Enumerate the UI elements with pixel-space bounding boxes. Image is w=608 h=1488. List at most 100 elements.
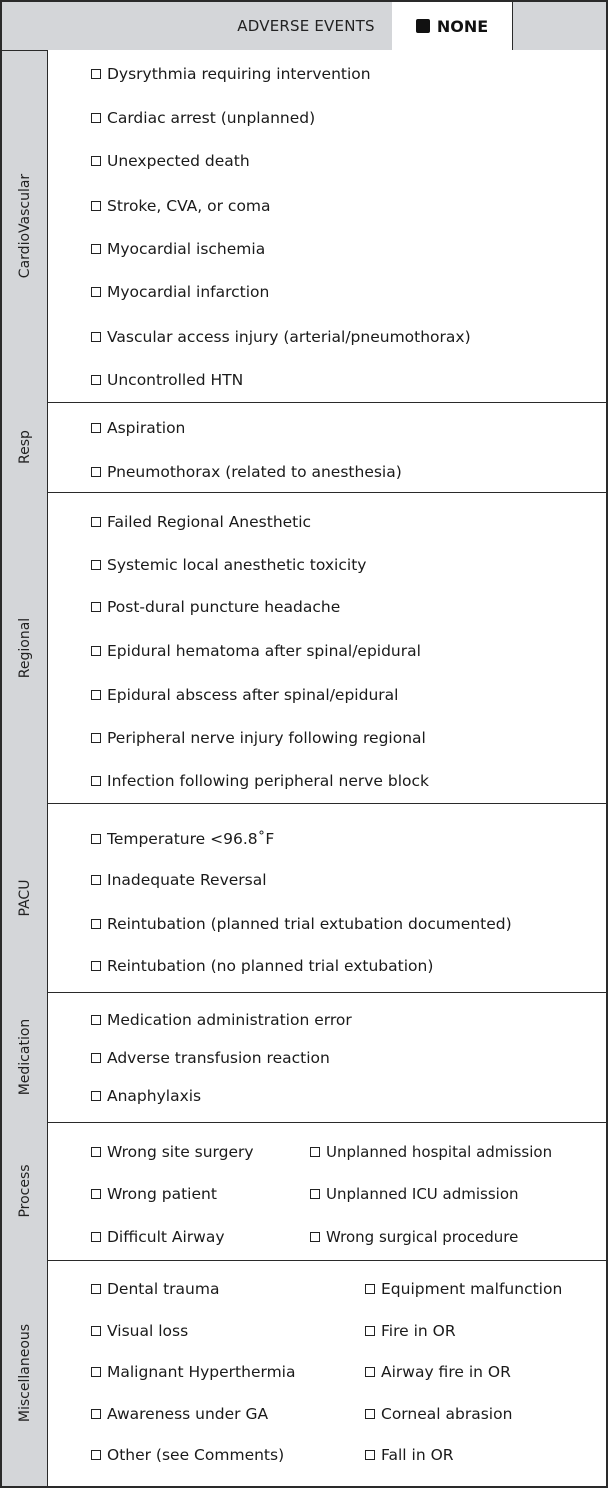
checkbox-icon <box>91 1015 101 1025</box>
section-label: PACU <box>16 879 33 916</box>
checkbox-icon <box>91 776 101 786</box>
checkbox-icon <box>91 1284 101 1294</box>
checkbox-icon <box>91 834 101 844</box>
checkbox-cardiac-arrest[interactable]: Cardiac arrest (unplanned) <box>91 109 315 127</box>
checkbox-equipment-malfunction[interactable]: Equipment malfunction <box>365 1280 562 1298</box>
checkbox-icon <box>365 1450 375 1460</box>
section-regional: Regional Failed Regional Anesthetic Syst… <box>2 492 606 803</box>
header-title: ADVERSE EVENTS <box>220 2 393 50</box>
checkbox-wrong-site-surgery[interactable]: Wrong site surgery <box>91 1143 254 1161</box>
checkbox-epidural-hematoma[interactable]: Epidural hematoma after spinal/epidural <box>91 642 421 660</box>
section-label: Regional <box>16 617 33 678</box>
adverse-events-header: ADVERSE EVENTS NONE <box>2 2 606 51</box>
checkbox-anaphylaxis[interactable]: Anaphylaxis <box>91 1087 201 1105</box>
checkbox-inadequate-reversal[interactable]: Inadequate Reversal <box>91 871 267 889</box>
checkbox-icon <box>91 690 101 700</box>
section-label: CardioVascular <box>16 173 33 279</box>
section-process: Process Wrong site surgery Wrong patient… <box>2 1122 606 1260</box>
checkbox-icon <box>310 1232 320 1242</box>
checkbox-icon <box>91 1091 101 1101</box>
checkbox-icon <box>91 560 101 570</box>
checkbox-uncontrolled-htn[interactable]: Uncontrolled HTN <box>91 371 243 389</box>
checkbox-icon <box>91 1367 101 1377</box>
checkbox-peripheral-nerve-injury[interactable]: Peripheral nerve injury following region… <box>91 729 426 747</box>
checkbox-aspiration[interactable]: Aspiration <box>91 419 185 437</box>
checkbox-icon <box>365 1367 375 1377</box>
section-label: Medication <box>16 1018 33 1096</box>
checkbox-icon <box>91 1147 101 1157</box>
checkbox-awareness-under-ga[interactable]: Awareness under GA <box>91 1405 268 1423</box>
checkbox-icon <box>91 602 101 612</box>
checkbox-stroke[interactable]: Stroke, CVA, or coma <box>91 197 271 215</box>
checkbox-unplanned-icu-admission[interactable]: Unplanned ICU admission <box>310 1185 519 1203</box>
checkbox-myocardial-ischemia[interactable]: Myocardial ischemia <box>91 240 265 258</box>
checkbox-visual-loss[interactable]: Visual loss <box>91 1322 188 1340</box>
checkbox-icon <box>91 1189 101 1199</box>
checkbox-icon <box>310 1189 320 1199</box>
checkbox-airway-fire[interactable]: Airway fire in OR <box>365 1363 511 1381</box>
checkbox-icon <box>310 1147 320 1157</box>
checkbox-pneumothorax[interactable]: Pneumothorax (related to anesthesia) <box>91 463 402 481</box>
section-label: Resp <box>16 430 33 464</box>
checkbox-icon <box>91 517 101 527</box>
checkbox-transfusion-reaction[interactable]: Adverse transfusion reaction <box>91 1049 330 1067</box>
checkbox-icon <box>91 1409 101 1419</box>
checkbox-icon <box>365 1409 375 1419</box>
checkbox-fire-in-or[interactable]: Fire in OR <box>365 1322 456 1340</box>
checkbox-icon <box>91 467 101 477</box>
checkbox-icon <box>91 733 101 743</box>
checkbox-temperature[interactable]: Temperature <96.8˚F <box>91 830 274 848</box>
checkbox-wrong-patient[interactable]: Wrong patient <box>91 1185 217 1203</box>
checkbox-icon <box>91 423 101 433</box>
section-miscellaneous: Miscellaneous Dental trauma Visual loss … <box>2 1260 606 1486</box>
section-resp: Resp Aspiration Pneumothorax (related to… <box>2 402 606 492</box>
checkbox-epidural-abscess[interactable]: Epidural abscess after spinal/epidural <box>91 686 398 704</box>
checkbox-icon <box>91 875 101 885</box>
checkbox-reintubation-planned[interactable]: Reintubation (planned trial extubation d… <box>91 915 512 933</box>
checkbox-vascular-access-injury[interactable]: Vascular access injury (arterial/pneumot… <box>91 328 471 346</box>
checkbox-medication-error[interactable]: Medication administration error <box>91 1011 352 1029</box>
checkbox-post-dural-headache[interactable]: Post-dural puncture headache <box>91 598 340 616</box>
checkbox-icon <box>365 1284 375 1294</box>
none-label: NONE <box>436 16 489 36</box>
checkbox-dental-trauma[interactable]: Dental trauma <box>91 1280 219 1298</box>
checkbox-icon <box>91 1053 101 1063</box>
checkbox-icon <box>91 332 101 342</box>
checkbox-fall-in-or[interactable]: Fall in OR <box>365 1446 454 1464</box>
checkbox-reintubation-unplanned[interactable]: Reintubation (no planned trial extubatio… <box>91 957 433 975</box>
checkbox-icon <box>91 156 101 166</box>
checkbox-icon <box>91 919 101 929</box>
section-cardiovascular: CardioVascular Dysrythmia requiring inte… <box>2 50 606 402</box>
checkbox-icon <box>91 1326 101 1336</box>
none-checkbox[interactable]: NONE <box>392 2 513 50</box>
checkbox-icon <box>91 1232 101 1242</box>
checkbox-local-anesthetic-toxicity[interactable]: Systemic local anesthetic toxicity <box>91 556 366 574</box>
section-medication: Medication Medication administration err… <box>2 992 606 1122</box>
checkbox-icon <box>91 961 101 971</box>
checkbox-icon <box>365 1326 375 1336</box>
checkbox-difficult-airway[interactable]: Difficult Airway <box>91 1228 225 1246</box>
checkbox-icon <box>91 1450 101 1460</box>
checkbox-malignant-hyperthermia[interactable]: Malignant Hyperthermia <box>91 1363 296 1381</box>
checkbox-corneal-abrasion[interactable]: Corneal abrasion <box>365 1405 512 1423</box>
checkbox-wrong-surgical-procedure[interactable]: Wrong surgical procedure <box>310 1228 518 1246</box>
checkbox-myocardial-infarction[interactable]: Myocardial infarction <box>91 283 269 301</box>
checkbox-unplanned-hospital-admission[interactable]: Unplanned hospital admission <box>310 1143 552 1161</box>
checkbox-icon <box>91 201 101 211</box>
checkbox-icon <box>91 375 101 385</box>
checked-box-icon <box>415 19 430 33</box>
checkbox-icon <box>91 646 101 656</box>
checkbox-icon <box>91 287 101 297</box>
checkbox-icon <box>91 244 101 254</box>
checkbox-other[interactable]: Other (see Comments) <box>91 1446 284 1464</box>
section-label: Miscellaneous <box>16 1323 33 1423</box>
checkbox-icon <box>91 113 101 123</box>
checkbox-icon <box>91 69 101 79</box>
checkbox-dysrhythmia[interactable]: Dysrythmia requiring intervention <box>91 65 371 83</box>
section-label: Process <box>16 1164 33 1218</box>
checkbox-failed-regional[interactable]: Failed Regional Anesthetic <box>91 513 311 531</box>
section-pacu: PACU Temperature <96.8˚F Inadequate Reve… <box>2 803 606 992</box>
checkbox-nerve-block-infection[interactable]: Infection following peripheral nerve blo… <box>91 772 429 790</box>
checkbox-unexpected-death[interactable]: Unexpected death <box>91 152 250 170</box>
